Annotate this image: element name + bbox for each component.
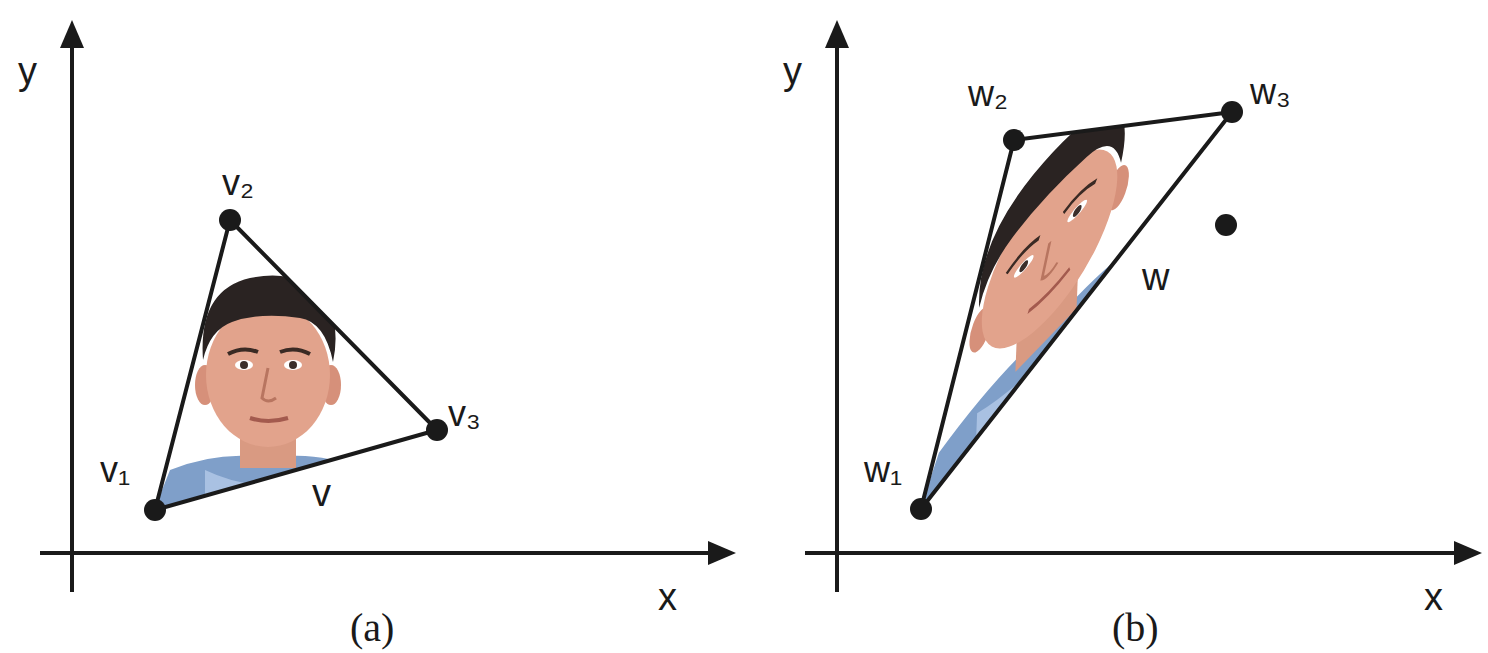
- axis-label: x: [658, 578, 677, 616]
- axis-label: y: [783, 52, 802, 90]
- vertex-label: w₁: [864, 452, 902, 488]
- triangle-label: v: [312, 474, 331, 512]
- panel-label: (a): [350, 608, 394, 648]
- vertex-label: v₂: [222, 165, 254, 201]
- axis-label: y: [18, 52, 37, 90]
- vertex-label: v₃: [448, 396, 481, 432]
- vertex-label: v₁: [100, 452, 130, 488]
- panel-label: (b): [1112, 608, 1159, 648]
- vertex-label: w₂: [968, 76, 1008, 112]
- axis-label: x: [1424, 578, 1443, 616]
- triangle-label: w: [1142, 258, 1169, 296]
- vertex-label: w₃: [1250, 74, 1291, 110]
